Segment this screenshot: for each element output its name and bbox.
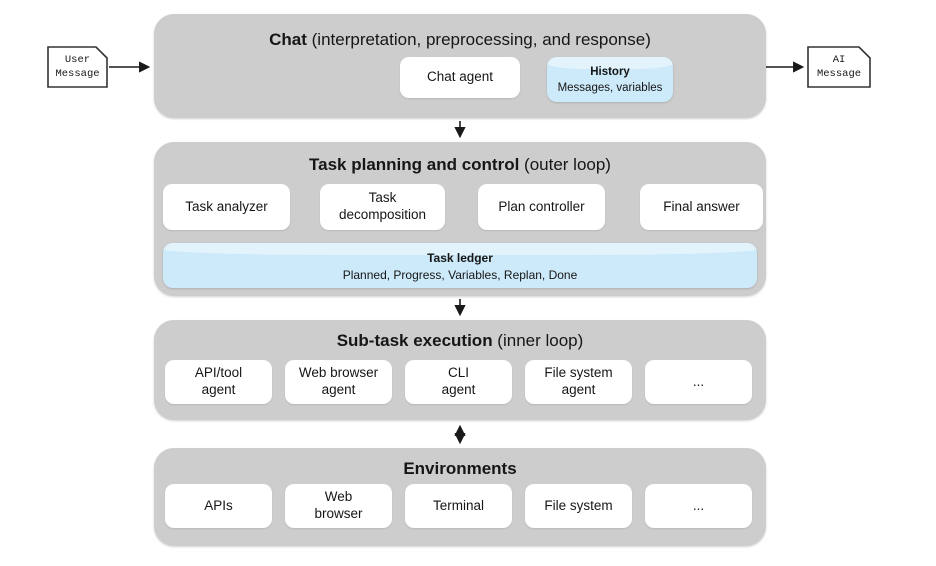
history-store-cylinder: History Messages, variables bbox=[547, 57, 673, 102]
environment-web-browser: Web browser bbox=[285, 484, 392, 528]
task-ledger-cylinder: Task ledger Planned, Progress, Variables… bbox=[163, 243, 757, 288]
chat-title-bold: Chat bbox=[269, 30, 307, 49]
step-task-analyzer: Task analyzer bbox=[163, 184, 290, 230]
planning-title-bold: Task planning and control bbox=[309, 155, 520, 174]
planning-title-rest: (outer loop) bbox=[519, 155, 611, 174]
history-store-content: History Messages, variables bbox=[547, 57, 673, 102]
environment-terminal: Terminal bbox=[405, 484, 512, 528]
section-subtask-execution: Sub-task execution (inner loop) API/tool… bbox=[154, 320, 766, 420]
history-title: History bbox=[590, 66, 630, 79]
task-ledger-subtitle: Planned, Progress, Variables, Replan, Do… bbox=[342, 268, 578, 282]
chat-section-title: Chat (interpretation, preprocessing, and… bbox=[154, 30, 766, 50]
section-chat: Chat (interpretation, preprocessing, and… bbox=[154, 14, 766, 118]
step-task-decomposition: Task decomposition bbox=[320, 184, 445, 230]
environments-section-title: Environments bbox=[154, 459, 766, 479]
subtask-section-title: Sub-task execution (inner loop) bbox=[154, 331, 766, 351]
subtask-title-rest: (inner loop) bbox=[492, 331, 584, 350]
user-message-note: User Message bbox=[47, 46, 108, 88]
environment-ellipsis: ... bbox=[645, 484, 752, 528]
ai-message-label: AI Message bbox=[816, 53, 862, 80]
environment-apis: APIs bbox=[165, 484, 272, 528]
history-subtitle: Messages, variables bbox=[557, 82, 663, 94]
agent-api-tool: API/tool agent bbox=[165, 360, 272, 404]
environments-title-bold: Environments bbox=[403, 459, 517, 478]
task-ledger-title: Task ledger bbox=[427, 251, 493, 266]
cylinder-top-ellipse bbox=[163, 243, 757, 255]
cylinder-top-ellipse bbox=[547, 57, 673, 69]
task-ledger-content: Task ledger Planned, Progress, Variables… bbox=[163, 243, 757, 288]
note-shape bbox=[807, 46, 871, 88]
step-plan-controller: Plan controller bbox=[478, 184, 605, 230]
chat-title-rest: (interpretation, preprocessing, and resp… bbox=[306, 30, 651, 49]
agent-web-browser: Web browser agent bbox=[285, 360, 392, 404]
step-final-answer: Final answer bbox=[640, 184, 763, 230]
section-environments: Environments APIs Web browser Terminal F… bbox=[154, 448, 766, 546]
planning-section-title: Task planning and control (outer loop) bbox=[154, 155, 766, 175]
ai-message-note: AI Message bbox=[807, 46, 871, 88]
subtask-title-bold: Sub-task execution bbox=[336, 331, 493, 350]
agent-cli: CLI agent bbox=[405, 360, 512, 404]
environment-file-system: File system bbox=[525, 484, 632, 528]
section-task-planning: Task planning and control (outer loop) T… bbox=[154, 142, 766, 296]
user-message-label: User Message bbox=[55, 53, 100, 80]
agent-ellipsis: ... bbox=[645, 360, 752, 404]
chat-agent-box: Chat agent bbox=[400, 57, 520, 98]
agent-file-system: File system agent bbox=[525, 360, 632, 404]
note-shape bbox=[47, 46, 108, 88]
